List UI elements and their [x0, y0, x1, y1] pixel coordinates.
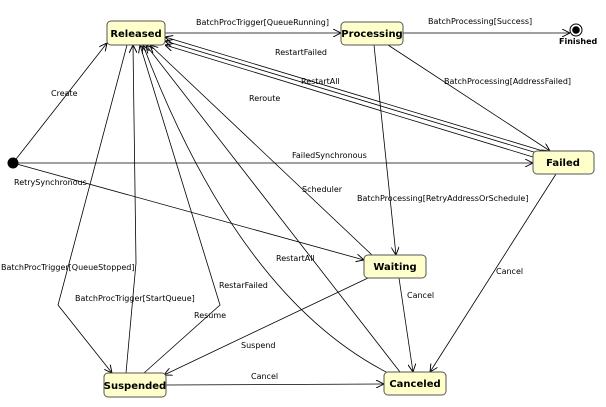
- edge-labels: Create RetrySynchronous FailedSynchronou…: [1, 17, 571, 381]
- state-processing[interactable]: Processing: [340, 21, 404, 46]
- edge-queue-stopped: [57, 44, 128, 373]
- edge-start-queue: [125, 45, 136, 374]
- label-queue-stopped: BatchProcTrigger[QueueStopped]: [1, 263, 134, 272]
- label-cancel-suspended: Cancel: [251, 372, 278, 381]
- edge-restart-all-bottom: [146, 45, 401, 373]
- edge-address-failed: [387, 44, 550, 151]
- initial-state: [7, 157, 19, 169]
- state-canceled-label: Canceled: [389, 379, 440, 390]
- edge-cancel-suspended: [165, 384, 384, 385]
- edge-resume: [140, 45, 221, 374]
- state-canceled[interactable]: Canceled: [383, 371, 447, 396]
- label-cancel-waiting: Cancel: [407, 291, 434, 300]
- label-start-queue: BatchProcTrigger[StartQueue]: [75, 294, 195, 303]
- label-address-failed: BatchProcessing[AddressFailed]: [444, 77, 571, 86]
- label-cancel-failed: Cancel: [496, 267, 523, 276]
- label-reroute: Reroute: [249, 94, 280, 103]
- label-restart-all-bottom: RestartAll: [276, 254, 315, 263]
- state-failed-label: Failed: [546, 158, 580, 169]
- state-released[interactable]: Released: [106, 20, 166, 46]
- state-waiting[interactable]: Waiting: [363, 254, 427, 279]
- label-restar-failed-bottom: RestarFailed: [219, 281, 268, 290]
- edge-cancel-waiting: [398, 277, 413, 372]
- edge-cancel-failed: [430, 173, 557, 372]
- state-waiting-label: Waiting: [373, 262, 416, 273]
- label-queue-running: BatchProcTrigger[QueueRunning]: [196, 18, 329, 27]
- state-suspended[interactable]: Suspended: [103, 372, 167, 398]
- edge-restar-failed-bottom: [143, 45, 393, 376]
- edge-restart-failed-top: [165, 37, 544, 152]
- edge-create: [12, 43, 107, 164]
- label-success: BatchProcessing[Success]: [428, 17, 532, 26]
- state-processing-label: Processing: [341, 29, 402, 40]
- label-failed-synchronous: FailedSynchronous: [292, 151, 367, 160]
- state-released-label: Released: [110, 29, 161, 40]
- label-restart-failed-top: RestartFailed: [275, 48, 327, 57]
- label-resume: Resume: [194, 311, 226, 320]
- label-retry-synchronous: RetrySynchronous: [14, 178, 87, 187]
- edge-retry-address: [373, 44, 396, 255]
- label-scheduler: Scheduler: [302, 185, 343, 194]
- edge-retry-synchronous: [12, 162, 364, 260]
- state-suspended-label: Suspended: [104, 381, 166, 392]
- label-restart-all-top: RestartAll: [301, 77, 340, 86]
- label-suspend: Suspend: [241, 341, 275, 350]
- state-failed[interactable]: Failed: [532, 150, 595, 175]
- edges: [12, 33, 570, 385]
- edge-reroute: [165, 45, 534, 158]
- label-retry-address: BatchProcessing[RetryAddressOrSchedule]: [357, 194, 528, 203]
- final-state: [569, 23, 583, 37]
- edge-restart-all-top: [165, 41, 538, 154]
- edge-suspend: [164, 277, 369, 375]
- finished-label: Finished: [559, 37, 598, 46]
- label-create: Create: [51, 89, 78, 98]
- edge-scheduler: [150, 45, 373, 256]
